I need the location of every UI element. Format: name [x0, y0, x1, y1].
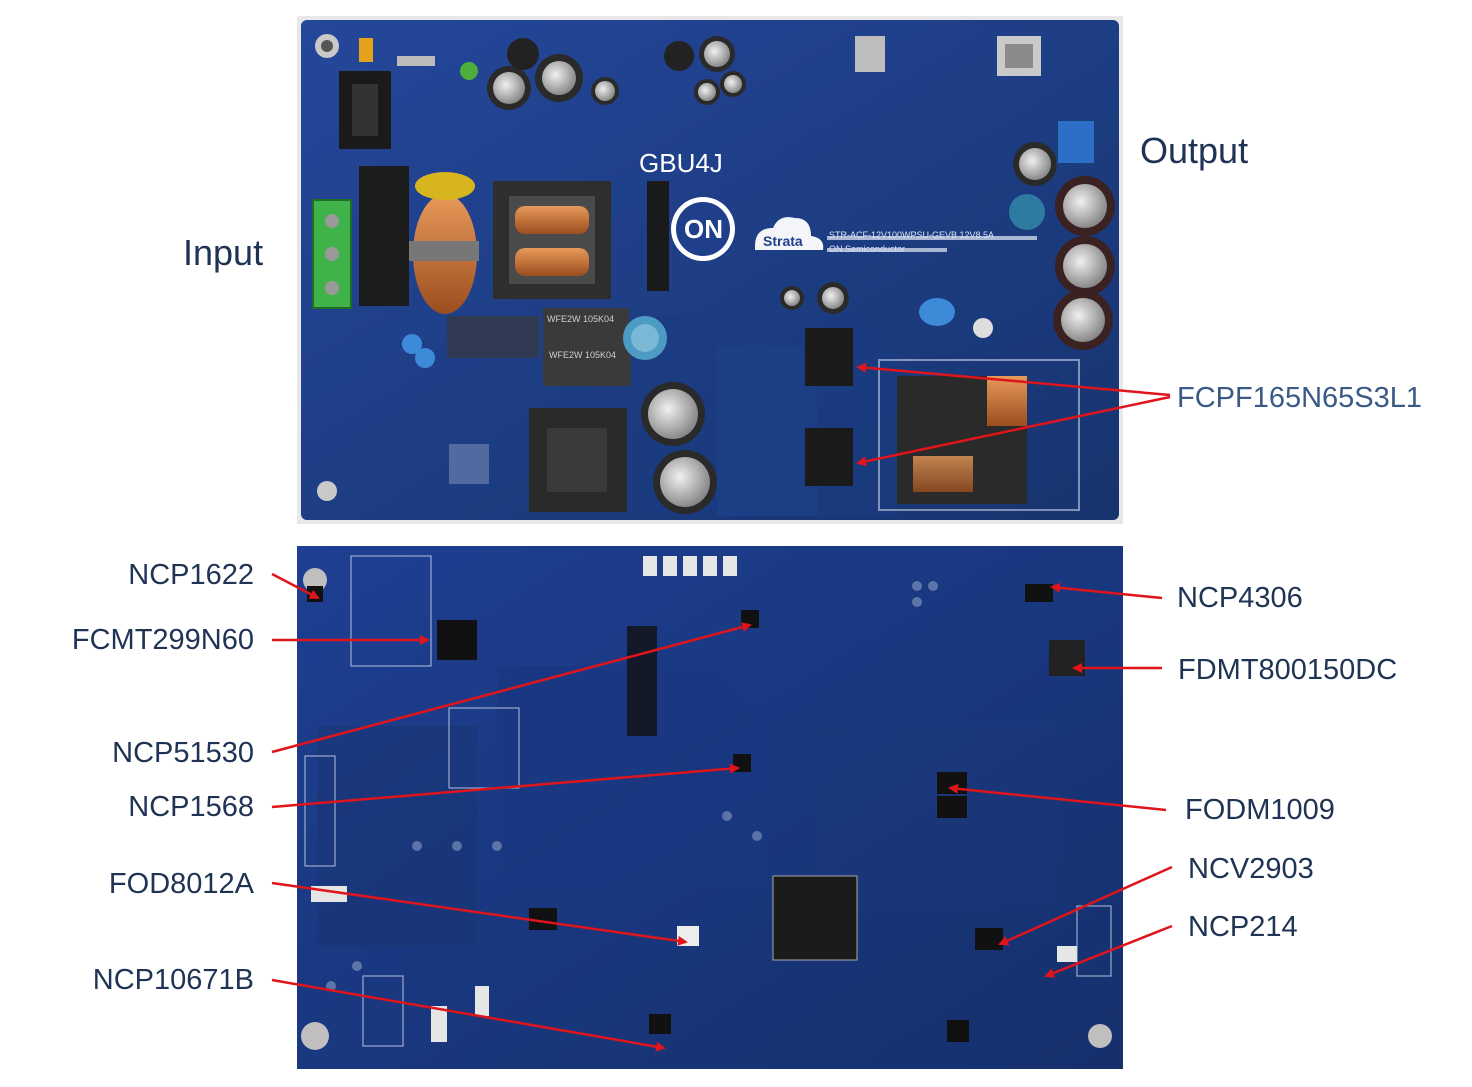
x-cap-mark-2: WFE2W 105K04: [549, 350, 617, 360]
callout-ncp1568: NCP1568: [128, 791, 254, 823]
x-cap-mark-1: WFE2W 105K04: [547, 314, 615, 324]
callout-ncv2903: NCV2903: [1188, 853, 1314, 885]
callout-ncp214: NCP214: [1188, 911, 1298, 943]
vendor-silkscreen: ON Semiconductor: [829, 244, 906, 254]
input-label: Input: [183, 232, 264, 273]
board-id-silkscreen: STR-ACF-12V100WPSU-GEVB 12V8.5A: [829, 230, 995, 240]
strata-logo-text: Strata: [763, 233, 803, 249]
callout-fodm1009: FODM1009: [1185, 794, 1335, 826]
bottom-board-photo: [297, 546, 1123, 1069]
callout-fdmt800150dc: FDMT800150DC: [1178, 654, 1398, 686]
output-label: Output: [1140, 130, 1249, 171]
bridge-rectifier-label: GBU4J: [639, 148, 723, 178]
callout-fcpf165n65s3l1: FCPF165N65S3L1: [1177, 382, 1423, 414]
callout-fcmt299n60: FCMT299N60: [71, 624, 254, 656]
on-logo-text: ON: [684, 214, 723, 244]
callout-ncp1622: NCP1622: [128, 559, 254, 591]
callout-ncp10671b: NCP10671B: [92, 964, 254, 996]
callout-fod8012a: FOD8012A: [108, 868, 254, 900]
callout-ncp4306: NCP4306: [1177, 582, 1303, 614]
callout-ncp51530: NCP51530: [112, 737, 254, 769]
top-board-photo: GBU4J ON Strata STR-ACF-12V100WPSU-GEVB …: [297, 16, 1123, 524]
